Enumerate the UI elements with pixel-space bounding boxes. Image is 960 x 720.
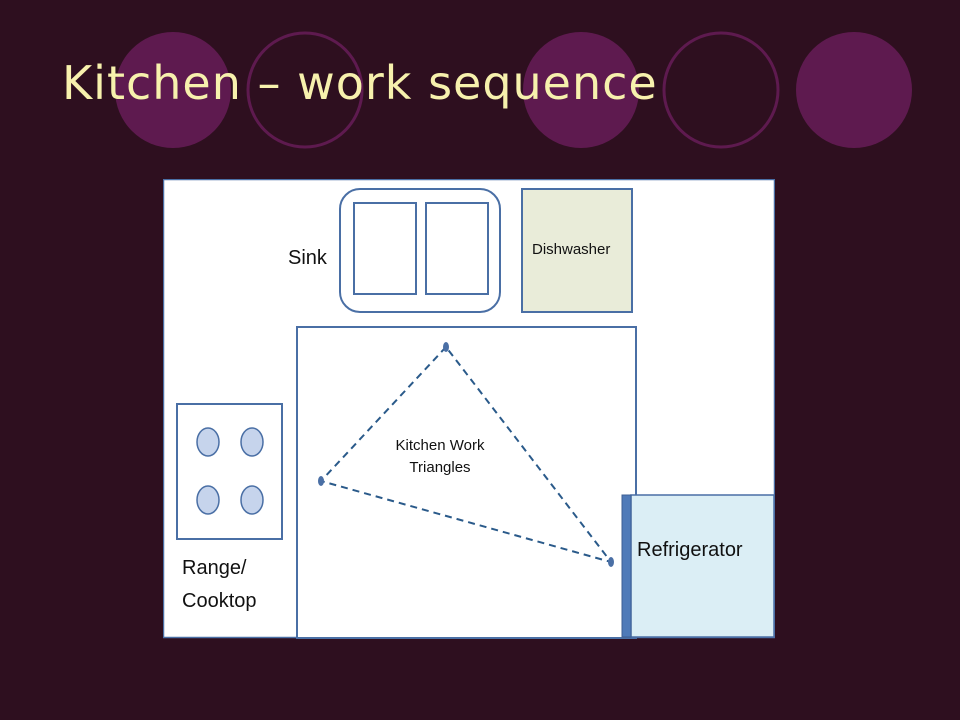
refrigerator-door — [621, 494, 632, 638]
triangle-label-line1: Kitchen Work — [396, 437, 485, 454]
sink-outline — [339, 188, 501, 313]
range-cooktop — [176, 403, 283, 540]
sink-label: Sink — [288, 247, 328, 269]
decorative-circles — [115, 31, 912, 149]
dishwasher — [521, 188, 633, 313]
sink-basin-right — [425, 202, 489, 295]
refrigerator — [630, 494, 775, 638]
burner-icon — [240, 427, 264, 457]
dishwasher-label: Dishwasher — [532, 241, 610, 258]
triangle-vertex-top — [443, 342, 449, 352]
kitchen-floor-plan: Sink Dishwasher Kitchen Work Triangles R… — [163, 179, 775, 639]
triangle-vertex-left — [318, 476, 324, 486]
triangle-vertex-right — [608, 557, 614, 567]
work-area — [296, 326, 637, 639]
refrigerator-label: Refrigerator — [637, 539, 743, 561]
burner-icon — [196, 427, 220, 457]
deco-circle-1 — [115, 32, 231, 148]
range-label-line1: Range/ — [182, 557, 247, 579]
burner-icon — [240, 485, 264, 515]
deco-circle-5 — [796, 32, 912, 148]
burner-icon — [196, 485, 220, 515]
deco-circle-2 — [246, 31, 364, 149]
slide-title: Kitchen – work sequence — [62, 56, 658, 110]
deco-circle-3 — [523, 32, 639, 148]
range-label-line2: Cooktop — [182, 590, 257, 612]
sink-basin-left — [353, 202, 417, 295]
deco-circle-4 — [662, 31, 780, 149]
triangle-label-line2: Triangles — [409, 459, 470, 476]
